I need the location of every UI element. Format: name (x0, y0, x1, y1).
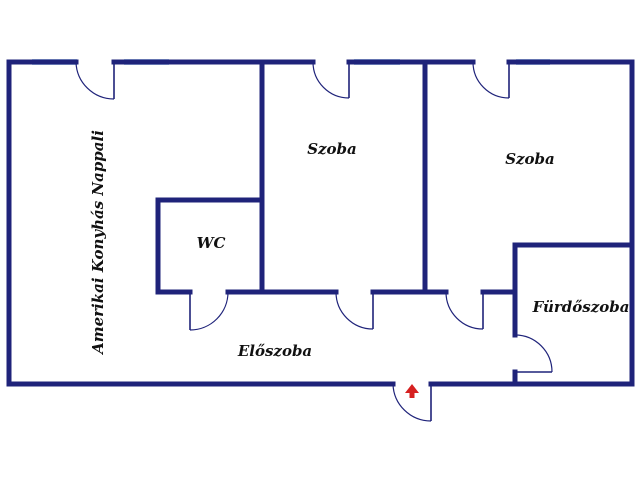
door-wc (189, 291, 229, 331)
door-room2-hall (445, 291, 484, 330)
door-living (75, 61, 115, 100)
room-label-living: Amerikai Konyhás Nappali (89, 130, 107, 356)
entrance-arrow-icon (405, 384, 419, 398)
room-label-hall: Előszoba (237, 342, 312, 360)
walls (6, 59, 635, 387)
doors (75, 61, 553, 422)
door-room1-hall (335, 291, 374, 330)
door-room1-top (312, 61, 350, 99)
room-label-wc: WC (197, 234, 226, 252)
door-entrance (392, 383, 432, 422)
room-label-room1: Szoba (307, 140, 357, 158)
door-room2-top (472, 61, 510, 99)
room-label-bathroom: Fürdőszoba (532, 298, 630, 316)
door-bathroom (514, 334, 553, 373)
room-label-room2: Szoba (505, 150, 555, 168)
